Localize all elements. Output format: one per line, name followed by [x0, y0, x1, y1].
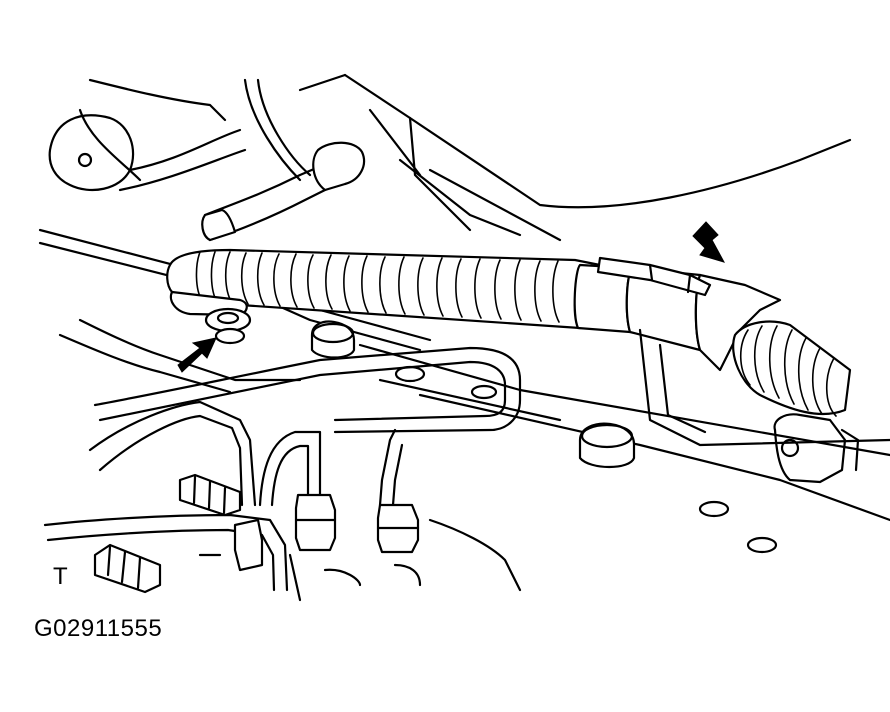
upper-left-bracket [48, 114, 247, 192]
brake-lines-lower [43, 318, 522, 592]
arrow-icon [692, 221, 726, 263]
bolt-upper [310, 320, 356, 359]
body-panel-lines [78, 73, 852, 242]
upper-hose [201, 141, 366, 242]
bolt-lower [578, 422, 636, 468]
harness-clamp [573, 256, 782, 372]
fitting-right [376, 503, 420, 554]
corrugated-harness-right [732, 320, 852, 417]
arrow-icon [177, 337, 217, 373]
fitting-mid-left [178, 473, 242, 517]
right-nut [773, 413, 860, 484]
fitting-left [93, 543, 162, 594]
fitting-center-left [233, 518, 264, 572]
actuator-block [198, 518, 522, 602]
ground-terminal [204, 307, 252, 345]
figure-code: G02911555 [34, 615, 163, 642]
corrugated-harness [166, 248, 602, 330]
fitting-center [294, 493, 337, 552]
view-label: T [53, 563, 68, 590]
